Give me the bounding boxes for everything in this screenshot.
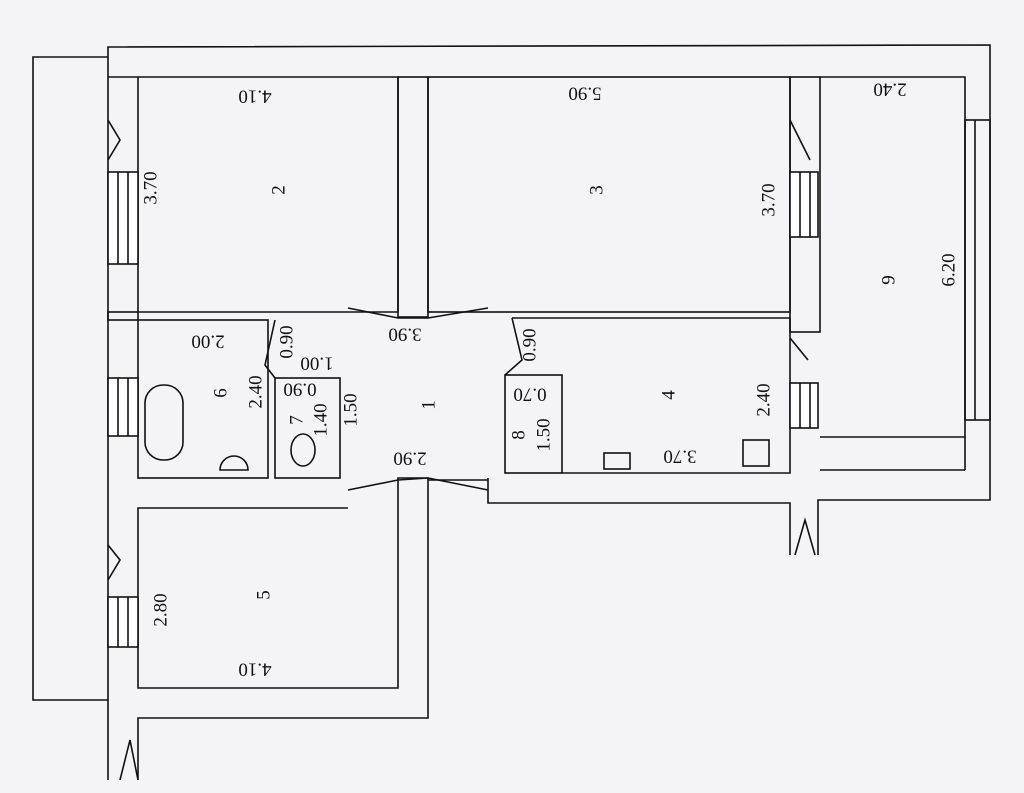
room-4-number: 4 [658, 390, 679, 400]
room-6-door: 0.90 [276, 325, 297, 358]
toilet-icon [290, 433, 316, 467]
stove-icon [742, 439, 770, 467]
room-9-width: 2.40 [873, 79, 906, 100]
room-9-length: 6.20 [938, 253, 959, 286]
kitchen-sink-icon [603, 452, 631, 470]
room-3-width: 5.90 [568, 83, 601, 104]
room-7-dim-b: 0.90 [283, 379, 316, 400]
room-1-length: 2.90 [393, 448, 426, 469]
room-5-number: 5 [253, 590, 274, 600]
room-8-number: 8 [508, 430, 529, 440]
room-3-length: 3.70 [758, 183, 779, 216]
walls [32, 44, 991, 781]
room-7-dim-c: 1.40 [310, 403, 331, 436]
room-6-number: 6 [210, 388, 231, 398]
room-7-dim-a: 1.00 [300, 353, 333, 374]
room-8-length: 1.50 [533, 418, 554, 451]
room-2-number: 2 [268, 185, 289, 195]
room-5-width: 4.10 [238, 659, 271, 680]
fixtures [144, 384, 770, 471]
room-9-number: 9 [878, 275, 899, 285]
room-6-length: 2.40 [245, 375, 266, 408]
sink-icon [219, 455, 249, 471]
room-2-length: 3.70 [140, 171, 161, 204]
room-5-length: 2.80 [150, 593, 171, 626]
room-6-width: 2.00 [191, 331, 224, 352]
room-4-door: 0.90 [519, 328, 540, 361]
room-1-width: 3.90 [388, 324, 421, 345]
labels: 4.10 3.70 2 5.90 3.70 3 2.40 6.20 9 2.00… [140, 79, 959, 680]
room-7-dim-d: 1.50 [340, 393, 361, 426]
room-2-width: 4.10 [238, 86, 271, 107]
windows [107, 171, 819, 648]
bathtub-icon [144, 384, 184, 461]
room-7-number: 7 [286, 415, 307, 425]
room-4-width: 3.70 [663, 446, 696, 467]
room-4-length: 2.40 [753, 383, 774, 416]
room-8-width: 0.70 [513, 384, 546, 405]
room-1-number: 1 [418, 400, 439, 410]
room-3-number: 3 [586, 185, 607, 195]
